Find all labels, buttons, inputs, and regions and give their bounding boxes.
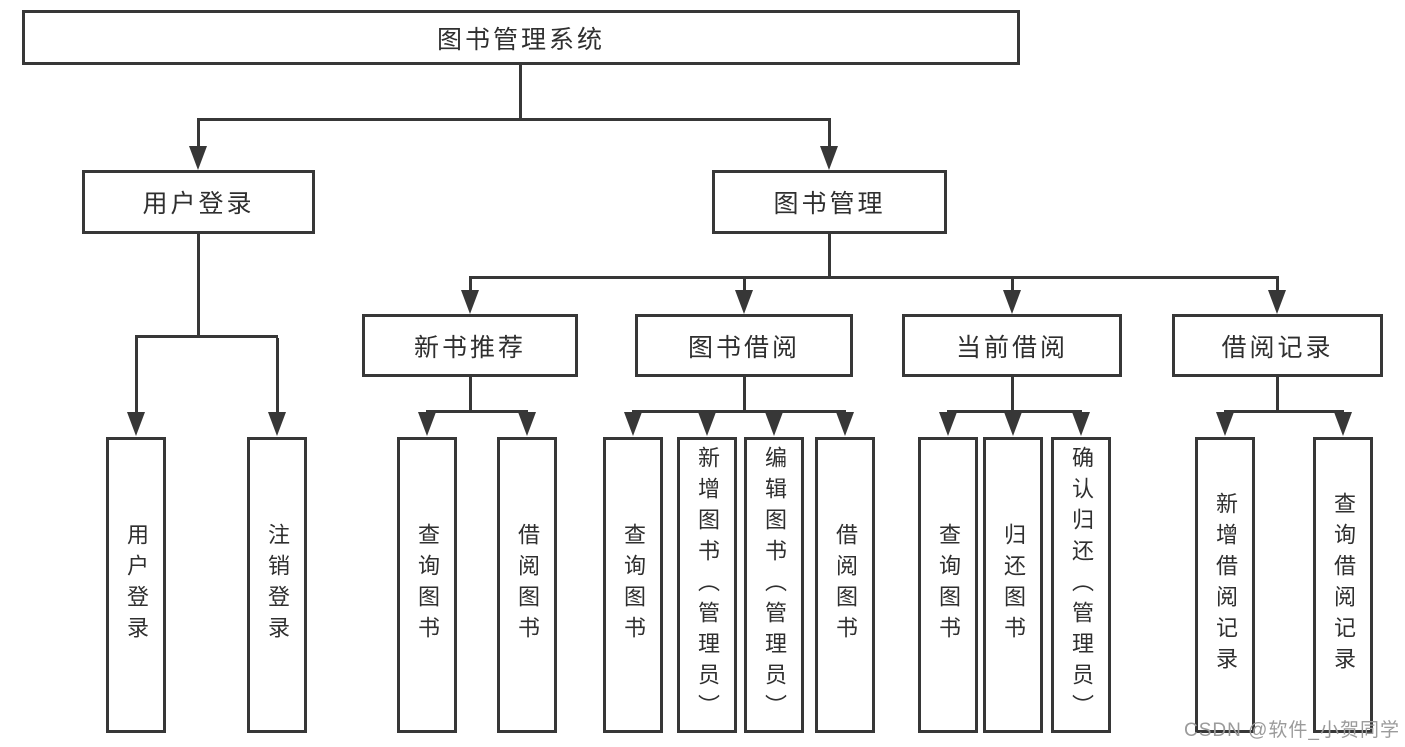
connector-book-mgmt-horizontal xyxy=(469,276,1279,279)
arrowhead-to-query-borrow-record xyxy=(1334,412,1352,436)
leaf-query-books-borrowing: 查询图书 xyxy=(603,437,663,733)
node-label: 图书借阅 xyxy=(687,333,800,362)
connector-book-mgmt-drop-1 xyxy=(469,279,472,292)
node-book-borrowing: 图书借阅 xyxy=(635,314,853,377)
connector-records-vertical xyxy=(1276,377,1279,410)
leaf-add-books-admin: 新增图书（管理员） xyxy=(677,437,737,733)
connector-recommend-horizontal xyxy=(426,410,528,413)
node-label: 新增图书（管理员） xyxy=(695,445,720,725)
connector-book-mgmt-drop-4 xyxy=(1276,279,1279,292)
connector-recommend-vertical xyxy=(469,377,472,410)
node-label: 借阅记录 xyxy=(1221,333,1334,362)
node-label: 注销登录 xyxy=(265,523,290,647)
node-label: 编辑图书（管理员） xyxy=(762,445,787,725)
node-label: 查询图书 xyxy=(936,523,961,647)
node-book-management: 图书管理 xyxy=(712,170,947,234)
connector-root-horizontal xyxy=(197,118,831,121)
node-label: 查询图书 xyxy=(621,523,646,647)
leaf-confirm-return-admin: 确认归还（管理员） xyxy=(1051,437,1111,733)
node-label: 借阅图书 xyxy=(833,523,858,647)
node-label: 查询图书 xyxy=(415,523,440,647)
arrowhead-to-add-borrow-record xyxy=(1216,412,1234,436)
node-new-book-recommend: 新书推荐 xyxy=(362,314,578,377)
arrowhead-to-leaf-logout xyxy=(268,412,286,436)
connector-current-vertical xyxy=(1011,377,1014,410)
arrowhead-to-confirm-return-admin xyxy=(1072,412,1090,436)
leaf-borrow-books-borrowing: 借阅图书 xyxy=(815,437,875,733)
arrowhead-to-query-books-current xyxy=(939,412,957,436)
leaf-query-books-current: 查询图书 xyxy=(918,437,978,733)
node-label: 新增借阅记录 xyxy=(1213,492,1238,678)
node-label: 查询借阅记录 xyxy=(1331,492,1356,678)
leaf-query-books-recommend: 查询图书 xyxy=(397,437,457,733)
connector-root-drop-right xyxy=(828,121,831,148)
arrowhead-to-current-borrowing xyxy=(1003,290,1021,314)
node-label: 图书管理系统 xyxy=(436,25,605,54)
node-label: 确认归还（管理员） xyxy=(1069,445,1094,725)
connector-user-login-drop-left xyxy=(135,338,138,413)
arrowhead-to-query-books-recommend xyxy=(418,412,436,436)
connector-book-mgmt-vertical xyxy=(828,234,831,276)
node-label: 用户登录 xyxy=(142,190,255,218)
node-label: 图书管理 xyxy=(773,190,886,218)
connector-root-drop-left xyxy=(197,121,200,148)
arrowhead-to-add-books-admin xyxy=(698,412,716,436)
node-label: 新书推荐 xyxy=(413,333,526,362)
connector-root-vertical xyxy=(519,65,522,118)
connector-user-login-vertical xyxy=(197,234,200,335)
leaf-borrow-books-recommend: 借阅图书 xyxy=(497,437,557,733)
leaf-logout: 注销登录 xyxy=(247,437,307,733)
node-label: 借阅图书 xyxy=(515,523,540,647)
connector-current-horizontal xyxy=(947,410,1082,413)
node-root: 图书管理系统 xyxy=(22,10,1020,65)
connector-user-login-drop-right xyxy=(276,338,279,413)
leaf-return-books: 归还图书 xyxy=(983,437,1043,733)
csdn-watermark: CSDN @软件_小贺同学 xyxy=(1184,720,1400,741)
connector-records-horizontal xyxy=(1224,410,1344,413)
arrowhead-to-edit-books-admin xyxy=(765,412,783,436)
arrowhead-to-borrowing-records xyxy=(1268,290,1286,314)
arrowhead-to-return-books xyxy=(1004,412,1022,436)
arrowhead-to-book-management xyxy=(820,146,838,170)
connector-user-login-horizontal xyxy=(135,335,278,338)
arrowhead-to-book-borrowing xyxy=(735,290,753,314)
connector-book-mgmt-drop-2 xyxy=(743,279,746,292)
arrowhead-to-new-book-recommend xyxy=(461,290,479,314)
arrowhead-to-user-login xyxy=(189,146,207,170)
connector-borrowing-vertical xyxy=(743,377,746,410)
node-label: 当前借阅 xyxy=(955,333,1068,362)
leaf-add-borrow-record: 新增借阅记录 xyxy=(1195,437,1255,733)
node-borrowing-records: 借阅记录 xyxy=(1172,314,1383,377)
leaf-user-login: 用户登录 xyxy=(106,437,166,733)
leaf-query-borrow-record: 查询借阅记录 xyxy=(1313,437,1373,733)
arrowhead-to-borrow-books-recommend xyxy=(518,412,536,436)
arrowhead-to-borrow-books-borrowing xyxy=(836,412,854,436)
node-label: 用户登录 xyxy=(124,523,149,647)
node-user-login: 用户登录 xyxy=(82,170,315,234)
connector-borrowing-horizontal xyxy=(632,410,846,413)
node-label: 归还图书 xyxy=(1001,523,1026,647)
connector-book-mgmt-drop-3 xyxy=(1011,279,1014,292)
arrowhead-to-query-books-borrowing xyxy=(624,412,642,436)
leaf-edit-books-admin: 编辑图书（管理员） xyxy=(744,437,804,733)
arrowhead-to-leaf-user-login xyxy=(127,412,145,436)
node-current-borrowing: 当前借阅 xyxy=(902,314,1122,377)
